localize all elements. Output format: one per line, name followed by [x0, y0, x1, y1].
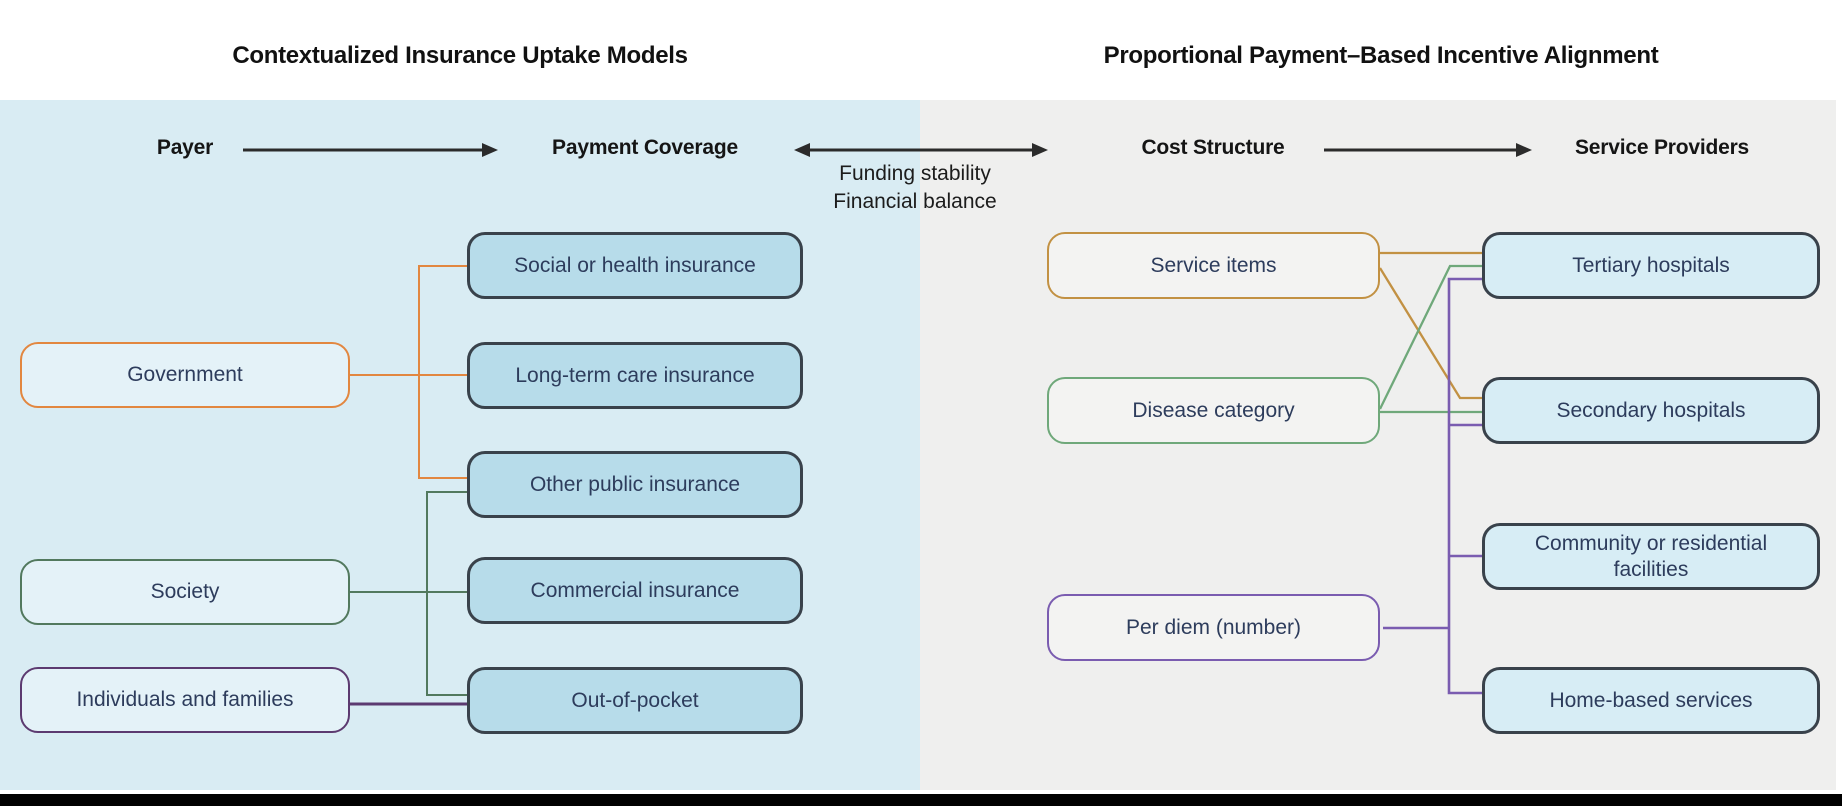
provider-box-community-residential: Community or residential facilities	[1482, 523, 1820, 590]
society-connections	[350, 491, 467, 696]
payer-box-society: Society	[20, 559, 350, 625]
service-items-connections	[1379, 251, 1482, 400]
provider-box-tertiary-hospitals: Tertiary hospitals	[1482, 232, 1820, 299]
funding-double-arrow	[794, 143, 1048, 157]
per-diem-connections	[1383, 277, 1482, 695]
provider-box-home-based-services: Home-based services	[1482, 667, 1820, 734]
funding-stability-label: Funding stability Financial balance	[833, 160, 996, 216]
coverage-box-other-public-insurance: Other public insurance	[467, 451, 803, 518]
payer-to-coverage-arrow	[243, 143, 498, 157]
bottom-black-bar	[0, 794, 1842, 806]
disease-category-connections	[1378, 264, 1482, 414]
funding-stability-line2: Financial balance	[833, 190, 997, 213]
payer-box-government: Government	[20, 342, 350, 408]
header-service-providers: Service Providers	[1574, 136, 1750, 159]
government-connections	[350, 265, 467, 479]
cost-box-service-items: Service items	[1047, 232, 1380, 299]
header-payment-coverage: Payment Coverage	[552, 136, 738, 159]
coverage-box-out-of-pocket: Out-of-pocket	[467, 667, 803, 734]
coverage-box-commercial-insurance: Commercial insurance	[467, 557, 803, 624]
provider-box-secondary-hospitals: Secondary hospitals	[1482, 377, 1820, 444]
cost-box-per-diem: Per diem (number)	[1047, 594, 1380, 661]
cost-to-providers-arrow	[1324, 143, 1532, 157]
coverage-box-long-term-care-insurance: Long-term care insurance	[467, 342, 803, 409]
payer-box-individuals: Individuals and families	[20, 667, 350, 733]
header-cost-structure: Cost Structure	[1141, 136, 1285, 159]
coverage-box-social-health-insurance: Social or health insurance	[467, 232, 803, 299]
left-section-title: Contextualized Insurance Uptake Models	[232, 42, 688, 69]
header-payer: Payer	[156, 136, 214, 159]
funding-stability-line1: Funding stability	[839, 162, 991, 185]
right-section-title: Proportional Payment–Based Incentive Ali…	[1103, 42, 1659, 69]
cost-box-disease-category: Disease category	[1047, 377, 1380, 444]
